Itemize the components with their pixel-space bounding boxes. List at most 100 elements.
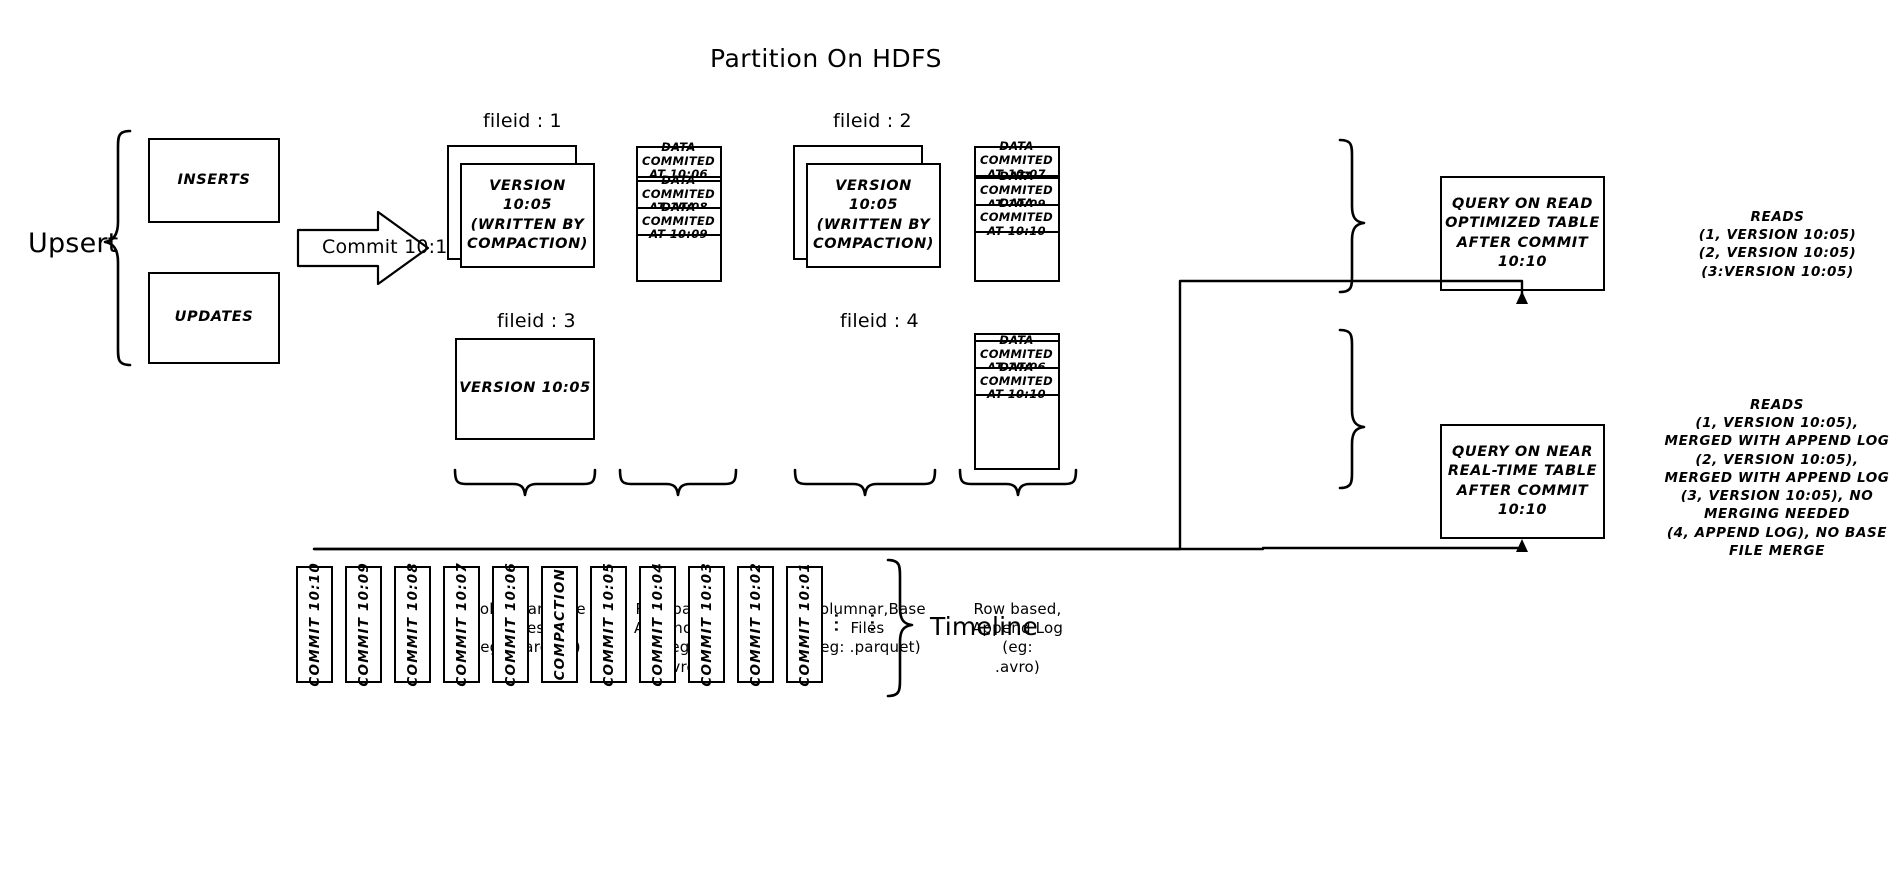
query-nrt-line-4: 10:10 <box>1497 501 1548 518</box>
log-entry-line-1: DATA COMMITED <box>979 139 1054 168</box>
timeline-item-1[interactable]: COMMIT 10:09 <box>345 562 382 687</box>
fileid-1-base-line-3: COMPACTION) <box>466 235 589 252</box>
log-entry-line-2: AT 10:09 <box>649 227 708 242</box>
reads-nrt-line: FILE MERGE <box>1728 542 1826 559</box>
log-entry-line-2: AT 10:10 <box>987 387 1046 402</box>
timeline-item-2[interactable]: COMMIT 10:08 <box>394 562 431 687</box>
query-read-optimized-box[interactable]: QUERY ON READ OPTIMIZED TABLE AFTER COMM… <box>1440 176 1605 291</box>
timeline-item-6[interactable]: COMMIT 10:05 <box>590 562 627 687</box>
arrowhead-read-optimized <box>1516 291 1528 304</box>
timeline-item-label: COMPACTION <box>551 568 568 681</box>
brace-reads-near-real-time <box>1338 328 1366 490</box>
reads-nrt-title: READS <box>1750 397 1804 413</box>
reads-nrt-line: (4, APPEND LOG), NO BASE <box>1666 524 1888 541</box>
timeline-item-label: COMMIT 10:10 <box>306 562 323 687</box>
timeline-item-4[interactable]: COMMIT 10:06 <box>492 562 529 687</box>
timeline-item-label: COMMIT 10:03 <box>698 562 715 687</box>
log-entry-line-1: DATA COMMITED <box>979 359 1054 388</box>
reads-ro-line: (3:VERSION 10:05) <box>1701 263 1854 280</box>
reads-nrt-line: (1, VERSION 10:05), <box>1695 415 1859 432</box>
fileid-1-log-entry: DATA COMMITED AT 10:06 <box>635 140 722 181</box>
log-entry-line-2: AT 10:10 <box>987 223 1046 238</box>
query-nrt-line-3: AFTER COMMIT <box>1456 482 1589 499</box>
connector-timeline-to-near-real-time <box>312 546 1524 551</box>
timeline-item-7[interactable]: COMMIT 10:04 <box>639 562 676 687</box>
brace-rowlog-1 <box>618 468 738 497</box>
caption-rowlog-2-line-3: .avro) <box>995 657 1040 676</box>
timeline-item-10[interactable]: COMMIT 10:01 <box>786 562 823 687</box>
brace-columnar-2 <box>793 468 937 497</box>
query-nrt-line-2: REAL-TIME TABLE <box>1447 463 1598 480</box>
upsert-label: Upsert <box>28 228 119 259</box>
log-entry-line-1: DATA COMMITED <box>641 172 716 201</box>
fileid-2-base-file-front: VERSION 10:05 (WRITTEN BY COMPACTION) <box>806 163 941 268</box>
fileid-2-log-entry: DATA COMMITED AT 10:10 <box>973 197 1060 238</box>
reads-nrt-line: (2, VERSION 10:05), <box>1695 451 1859 468</box>
log-entry-line-1: DATA COMMITED <box>979 196 1054 225</box>
fileid-1-base-file-front: VERSION 10:05 (WRITTEN BY COMPACTION) <box>460 163 595 268</box>
log-entry-line-1: DATA COMMITED <box>979 169 1054 198</box>
fileid-2-append-log: DATA COMMITED AT 10:07 DATA COMMITED AT … <box>973 140 1060 282</box>
fileid-2-base-line-1: VERSION 10:05 <box>835 178 912 214</box>
log-entry-line-1: DATA COMMITED <box>979 332 1054 361</box>
fileid-4-append-log: DATA COMMITED AT 10:06 DATA COMMITED AT … <box>973 332 1060 470</box>
timeline-item-label: COMMIT 10:04 <box>649 562 666 687</box>
reads-read-optimized: READS (1, VERSION 10:05) (2, VERSION 10:… <box>1655 208 1900 281</box>
timeline-item-label: COMMIT 10:02 <box>747 562 764 687</box>
fileid-1-log-entry: DATA COMMITED AT 10:09 <box>635 200 722 241</box>
query-nrt-line-1: QUERY ON NEAR <box>1451 444 1594 461</box>
timeline-item-label: COMMIT 10:01 <box>796 562 813 687</box>
fileid-4-log-entry: DATA COMMITED AT 10:10 <box>973 360 1060 401</box>
timeline-item-label: COMMIT 10:05 <box>600 562 617 687</box>
timeline-item-3[interactable]: COMMIT 10:07 <box>443 562 480 687</box>
fileid-2-base-line-3: COMPACTION) <box>812 235 935 252</box>
timeline-ellipsis-2: ... <box>865 612 890 633</box>
reads-nrt-line: MERGING NEEDED <box>1703 506 1850 523</box>
log-entry-line-1: DATA COMMITED <box>641 139 716 168</box>
timeline-item-label: COMMIT 10:09 <box>355 562 372 687</box>
commit-arrow-label: Commit 10:10 <box>322 236 460 258</box>
fileid-1-append-log: DATA COMMITED AT 10:06 DATA COMMITED AT … <box>635 140 722 282</box>
fileid-1-base-line-1: VERSION 10:05 <box>489 178 566 214</box>
fileid-3-header: fileid : 3 <box>497 310 576 332</box>
timeline-item-label: COMMIT 10:06 <box>502 562 519 687</box>
timeline-ellipsis-1: ... <box>829 612 854 633</box>
updates-label: UPDATES <box>174 309 254 326</box>
query-ro-line-4: 10:10 <box>1497 253 1548 270</box>
fileid-2-header: fileid : 2 <box>833 110 912 132</box>
inserts-box: INSERTS <box>148 138 280 223</box>
fileid-2-base-line-2: (WRITTEN BY <box>816 216 931 233</box>
query-ro-line-3: AFTER COMMIT <box>1456 234 1589 251</box>
query-near-real-time-box[interactable]: QUERY ON NEAR REAL-TIME TABLE AFTER COMM… <box>1440 424 1605 539</box>
brace-rowlog-2 <box>958 468 1078 497</box>
page-title: Partition On HDFS <box>710 44 942 73</box>
updates-box: UPDATES <box>148 272 280 364</box>
reads-near-real-time: READS (1, VERSION 10:05), MERGED WITH AP… <box>1648 396 1900 560</box>
caption-rowlog-2: Row based, Append Log (eg: .avro) <box>955 600 1080 677</box>
brace-reads-read-optimized <box>1338 138 1366 294</box>
fileid-3-base-file: VERSION 10:05 <box>455 338 595 440</box>
caption-rowlog-2-line-1: Row based, <box>973 600 1062 618</box>
log-entry-line-2: AT 10:06 <box>649 167 708 182</box>
reads-ro-line: (2, VERSION 10:05) <box>1698 245 1857 262</box>
query-ro-line-1: QUERY ON READ <box>1451 196 1594 213</box>
query-ro-line-2: OPTIMIZED TABLE <box>1445 215 1600 232</box>
timeline-item-label: COMMIT 10:08 <box>404 562 421 687</box>
reads-nrt-line: MERGED WITH APPEND LOG <box>1664 433 1890 450</box>
fileid-1-header: fileid : 1 <box>483 110 562 132</box>
fileid-1-base-line-2: (WRITTEN BY <box>470 216 585 233</box>
timeline-item-8[interactable]: COMMIT 10:03 <box>688 562 725 687</box>
reads-ro-line: (1, VERSION 10:05) <box>1698 227 1857 244</box>
timeline-item-9[interactable]: COMMIT 10:02 <box>737 562 774 687</box>
timeline-label: Timeline <box>930 612 1038 641</box>
reads-nrt-line: (3, VERSION 10:05), NO <box>1680 488 1874 505</box>
brace-columnar-1 <box>453 468 597 497</box>
caption-rowlog-2-line-2: Append Log (eg: <box>971 619 1064 657</box>
timeline-item-5-compaction[interactable]: COMPACTION <box>541 566 578 683</box>
timeline-item-label: COMMIT 10:07 <box>453 562 470 687</box>
reads-nrt-line: MERGED WITH APPEND LOG <box>1664 469 1890 486</box>
inserts-label: INSERTS <box>177 171 251 188</box>
log-entry-line-1: DATA COMMITED <box>641 199 716 228</box>
timeline-item-0[interactable]: COMMIT 10:10 <box>296 562 333 687</box>
